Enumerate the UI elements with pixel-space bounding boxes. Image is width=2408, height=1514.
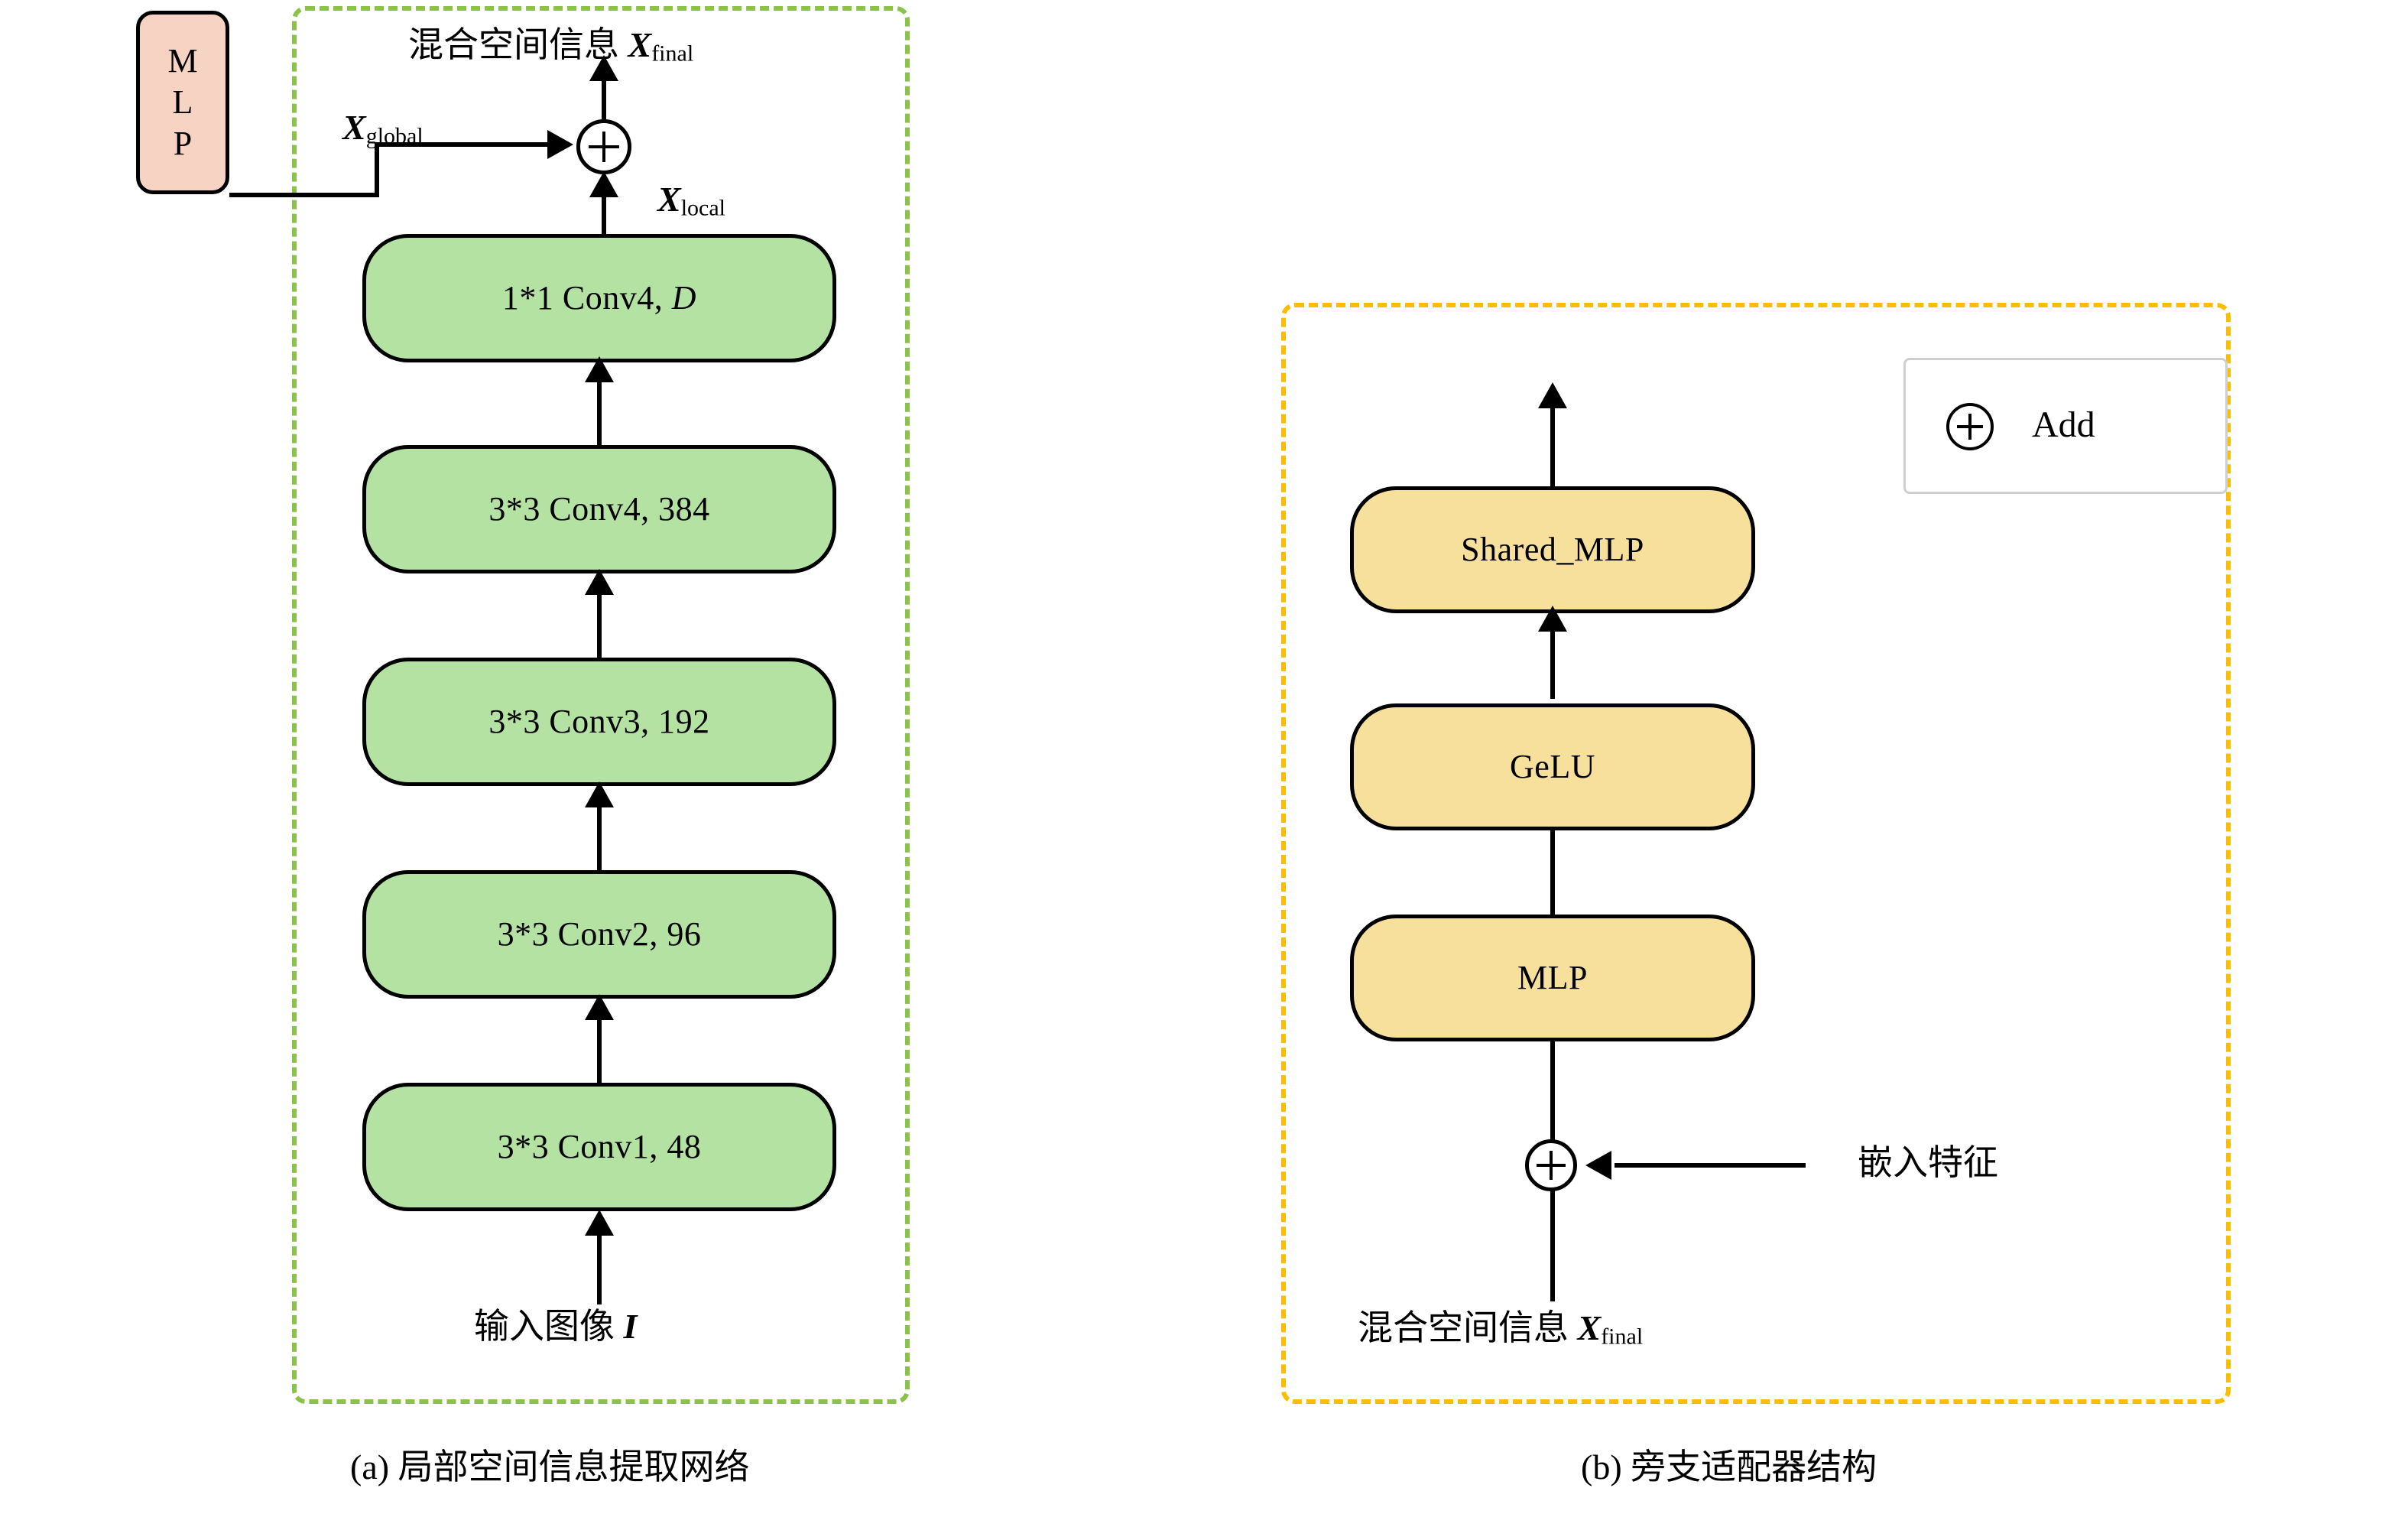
conv4-to-adder-arrowhead xyxy=(589,171,618,197)
arrow-conv2-to-conv3-line xyxy=(597,792,602,872)
shared-mlp-output-line xyxy=(1550,399,1555,488)
embedding-feature-arrowhead xyxy=(1585,1151,1611,1180)
arrow-conv1-to-conv2-line xyxy=(597,1005,602,1084)
block-conv3-3x3-label: 3*3 Conv3, 192 xyxy=(488,702,710,740)
arrow-conv43-to-conv41-head xyxy=(585,356,614,382)
x-global-label: Xglobal xyxy=(342,108,424,149)
mlp-to-adder-segment-h1 xyxy=(229,193,379,197)
embedding-feature-label: 嵌入特征 xyxy=(1858,1143,1998,1182)
block-shared-mlp[interactable]: Shared_MLP xyxy=(1350,486,1755,613)
arrow-gelu-to-sharedmlp-line xyxy=(1550,618,1555,699)
block-conv4-1x1[interactable]: 1*1 Conv4, D xyxy=(362,234,836,362)
panel-a-dashed-frame xyxy=(292,6,910,1404)
adder-a-output-line xyxy=(602,73,606,122)
adder-a-output-arrowhead xyxy=(589,55,618,81)
block-mlp-label: MLP xyxy=(1517,958,1588,996)
mlp-global-branch-box[interactable]: M L P xyxy=(136,11,229,194)
line-bottom-input-to-adder xyxy=(1550,1190,1555,1301)
arrow-input-to-conv1-head xyxy=(585,1210,614,1236)
add-operator-icon-panel-b[interactable] xyxy=(1525,1139,1577,1191)
block-conv4-3x3-label: 3*3 Conv4, 384 xyxy=(488,489,710,528)
x-final-bottom-label: 混合空间信息 Xfinal xyxy=(1358,1308,1644,1350)
arrow-conv43-to-conv41-line xyxy=(597,367,602,447)
mlp-to-adder-segment-v xyxy=(375,142,379,197)
caption-panel-a: (a) 局部空间信息提取网络 xyxy=(350,1447,750,1486)
arrow-conv1-to-conv2-head xyxy=(585,994,614,1020)
conv4-to-adder-line xyxy=(602,187,606,239)
block-conv2-3x3-label: 3*3 Conv2, 96 xyxy=(497,915,702,953)
add-operator-icon-panel-a[interactable] xyxy=(576,119,631,174)
x-final-top-label: 混合空间信息 Xfinal xyxy=(408,25,694,67)
block-conv1-3x3[interactable]: 3*3 Conv1, 48 xyxy=(362,1083,836,1211)
plus-circle-icon xyxy=(1946,403,1994,450)
block-gelu-label: GeLU xyxy=(1510,747,1595,785)
panel-b-dashed-frame xyxy=(1281,303,2231,1404)
arrow-input-to-conv1-line xyxy=(597,1222,602,1304)
arrow-conv3-to-conv43-head xyxy=(585,569,614,595)
line-adder-to-mlp xyxy=(1550,1040,1555,1155)
caption-panel-b: (b) 旁支适配器结构 xyxy=(1581,1447,1877,1486)
arrow-conv2-to-conv3-head xyxy=(585,781,614,807)
line-mlp-to-gelu xyxy=(1550,829,1555,918)
block-conv4-3x3[interactable]: 3*3 Conv4, 384 xyxy=(362,445,836,573)
mlp-to-adder-segment-h2 xyxy=(375,142,552,147)
input-image-label: 输入图像 I xyxy=(474,1307,638,1346)
block-conv3-3x3[interactable]: 3*3 Conv3, 192 xyxy=(362,658,836,786)
arrow-gelu-to-sharedmlp-head xyxy=(1538,606,1567,632)
shared-mlp-output-arrowhead xyxy=(1538,382,1567,408)
mlp-global-branch-label: M L P xyxy=(167,42,198,162)
block-conv1-3x3-label: 3*3 Conv1, 48 xyxy=(497,1127,702,1165)
block-conv4-1x1-label: 1*1 Conv4, D xyxy=(501,278,697,317)
block-shared-mlp-label: Shared_MLP xyxy=(1461,530,1644,568)
block-conv2-3x3[interactable]: 3*3 Conv2, 96 xyxy=(362,870,836,999)
x-local-label: Xlocal xyxy=(657,180,725,221)
block-gelu[interactable]: GeLU xyxy=(1350,703,1755,830)
block-mlp[interactable]: MLP xyxy=(1350,915,1755,1041)
mlp-to-adder-arrowhead xyxy=(547,130,573,159)
legend-add-label: Add xyxy=(2032,404,2095,445)
embedding-feature-line xyxy=(1615,1163,1806,1168)
arrow-conv3-to-conv43-line xyxy=(597,580,602,659)
